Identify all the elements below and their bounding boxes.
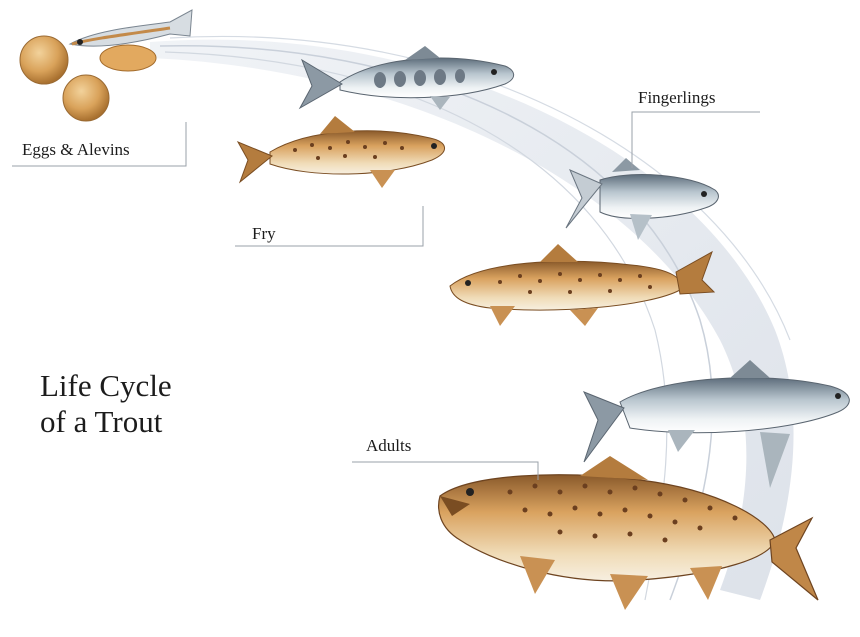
title-line-2: of a Trout: [40, 404, 172, 440]
title-line-1: Life Cycle: [40, 368, 172, 404]
eggs-group: [20, 36, 109, 121]
stage-label-fingerlings: Fingerlings: [638, 88, 715, 108]
leader-fingerlings: [632, 112, 760, 168]
stage-label-eggs-alevins: Eggs & Alevins: [22, 140, 130, 160]
fry-fish: [238, 116, 445, 188]
egg-2: [63, 75, 109, 121]
diagram-title: Life Cycle of a Trout: [40, 368, 172, 440]
stage-label-adults: Adults: [366, 436, 411, 456]
stage-label-fry: Fry: [252, 224, 276, 244]
egg-1: [20, 36, 68, 84]
